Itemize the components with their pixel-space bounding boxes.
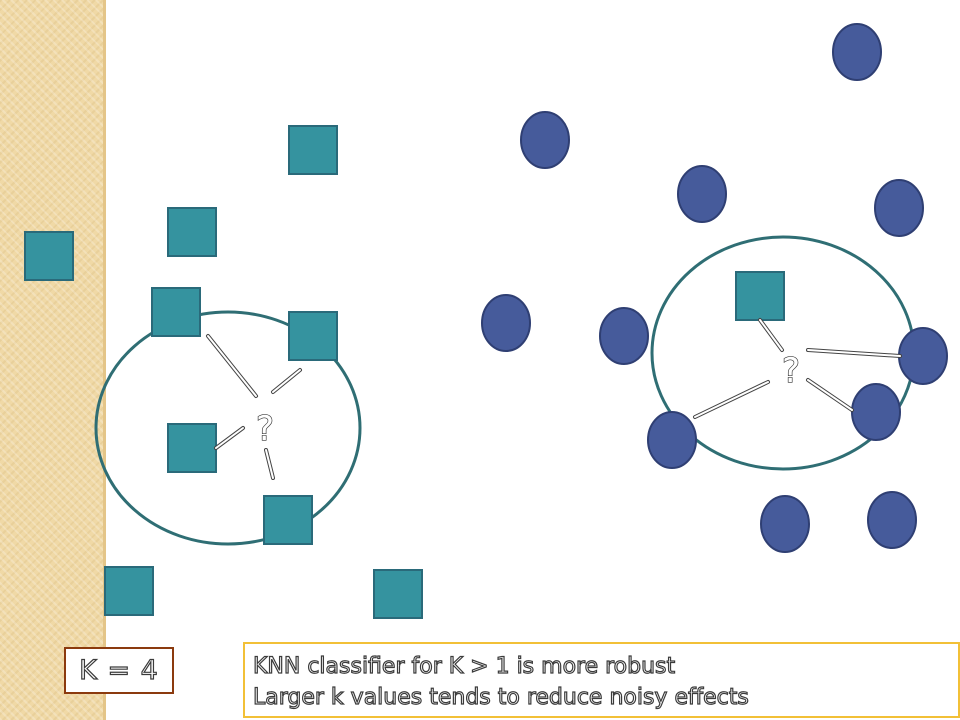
k-value-box: K = 4 <box>64 647 174 694</box>
circle-class-points <box>481 23 948 553</box>
circle-point <box>677 165 727 223</box>
note-noise: Larger k values tends to reduce noisy ef… <box>252 684 749 710</box>
circle-point <box>867 491 917 549</box>
square-point <box>735 271 785 321</box>
neighbor-links-right <box>693 318 902 419</box>
circle-point <box>760 495 810 553</box>
neighbor-link <box>759 319 783 351</box>
square-point <box>151 287 201 337</box>
circle-point <box>647 411 697 469</box>
neighbor-link <box>807 379 853 411</box>
square-point <box>373 569 423 619</box>
square-point <box>167 207 217 257</box>
square-class-points <box>24 125 785 619</box>
notes-box: KNN classifier for K > 1 is more robust … <box>243 642 960 718</box>
circle-point <box>520 111 570 169</box>
circle-point <box>874 179 924 237</box>
neighbor-link <box>215 427 244 449</box>
note-robust: KNN classifier for K > 1 is more robust <box>252 653 676 679</box>
side-band-edge <box>103 0 106 720</box>
circle-point <box>851 383 901 441</box>
neighbor-link <box>207 335 257 397</box>
square-point <box>263 495 313 545</box>
query-point-right: ? <box>782 351 800 391</box>
square-point <box>24 231 74 281</box>
neighbor-link <box>272 369 301 393</box>
circle-point <box>832 23 882 81</box>
query-point-left: ? <box>256 409 274 449</box>
neighbor-link <box>807 349 901 357</box>
square-point <box>167 423 217 473</box>
neighbor-links-left <box>206 334 302 480</box>
square-point <box>104 566 154 616</box>
square-point <box>288 125 338 175</box>
square-point <box>288 311 338 361</box>
neighbor-link <box>265 449 274 479</box>
neighborhood-circle-left <box>94 310 362 546</box>
k-value-label: K = 4 <box>79 654 159 686</box>
circle-point <box>599 307 649 365</box>
circle-point <box>898 327 948 385</box>
circle-point <box>481 294 531 352</box>
neighbor-link <box>694 381 769 418</box>
decorative-side-band <box>0 0 106 720</box>
